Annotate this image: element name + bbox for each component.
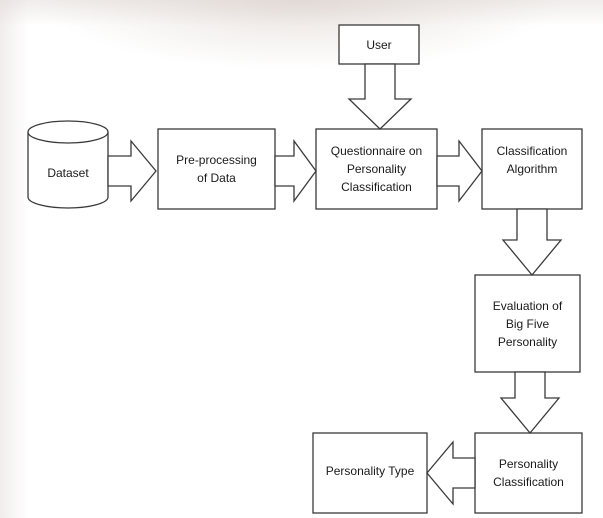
personality-type-label-line-1: Personality Type <box>325 464 415 478</box>
evaluation-label-line-2: Big Five <box>505 316 550 331</box>
classification-algorithm-label: Classification Algorithm <box>482 129 582 191</box>
arrow-user-to-questionnaire <box>347 63 413 130</box>
questionnaire-box <box>315 128 438 210</box>
questionnaire-label-line-2: Personality <box>346 162 407 176</box>
personality-classification-label: Personality Classification <box>475 433 582 513</box>
dataset-label: Dataset <box>28 143 108 203</box>
evaluation-label-line-3: Personality <box>497 334 558 349</box>
arrow-classification-to-type <box>426 440 476 506</box>
classification-algorithm-label-line-1: Classification <box>496 144 568 158</box>
arrow-algorithm-to-evaluation <box>501 208 563 277</box>
personality-classification-label-line-1: Personality <box>498 457 559 471</box>
evaluation-label: Evaluation of Big Five Personality <box>475 275 580 372</box>
arrow-preprocessing-to-questionnaire <box>274 139 317 203</box>
dataset-cylinder-top <box>27 120 109 144</box>
arrow-dataset-to-preprocessing <box>107 139 157 203</box>
user-label-line-1: User <box>366 37 392 52</box>
personality-classification-box <box>474 432 583 514</box>
classification-algorithm-label-line-2: Algorithm <box>506 162 558 176</box>
personality-type-box <box>312 432 428 514</box>
questionnaire-label-line-1: Questionnaire on <box>330 144 423 158</box>
dataset-cylinder-body <box>27 132 109 209</box>
preprocessing-box <box>157 128 276 210</box>
questionnaire-label: Questionnaire on Personality Classificat… <box>316 129 437 209</box>
arrow-evaluation-to-classification <box>499 371 561 435</box>
personality-type-label: Personality Type <box>313 433 427 509</box>
user-box <box>338 24 420 65</box>
preprocessing-label-line-1: Pre-processing <box>176 153 257 167</box>
dataset-label-line-1: Dataset <box>47 166 89 180</box>
evaluation-label-line-1: Evaluation of <box>492 298 563 313</box>
questionnaire-label-line-3: Classification <box>341 180 412 194</box>
preprocessing-label: Pre-processing of Data <box>158 129 275 209</box>
preprocessing-label-line-2: of Data <box>197 171 236 185</box>
user-label: User <box>339 25 419 64</box>
arrow-questionnaire-to-algorithm <box>436 139 483 203</box>
personality-classification-label-line-2: Classification <box>493 475 564 489</box>
